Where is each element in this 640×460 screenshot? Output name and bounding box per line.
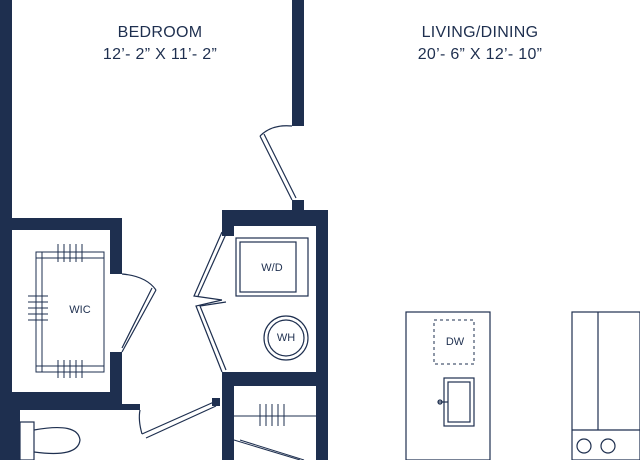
wall-linen-left — [222, 386, 234, 460]
dishwasher-label: DW — [445, 336, 465, 348]
wic-label: WIC — [69, 304, 91, 316]
linen-closet-shelf — [233, 404, 316, 460]
wall-bath-left — [12, 392, 20, 460]
wall-bath-top — [20, 404, 140, 410]
living-dining-dimensions: 20’- 6” X 12’- 10” — [417, 46, 543, 63]
bedroom-name: BEDROOM — [117, 24, 203, 41]
toilet — [19, 421, 81, 460]
kitchen-counter — [571, 311, 640, 460]
wall-divider-stub — [292, 200, 304, 212]
living-dining-name: LIVING/DINING — [421, 24, 539, 41]
wall-wic-right-upper — [110, 218, 122, 274]
bath-door — [138, 401, 217, 439]
kitchen-island — [405, 311, 491, 460]
kitchen-sink — [437, 377, 475, 427]
wic-door — [121, 273, 157, 353]
water-heater-unit — [263, 315, 309, 361]
laundry-bifold-doors — [193, 231, 227, 373]
washer-dryer-unit — [235, 237, 309, 297]
wic-shelving — [28, 244, 105, 378]
living-dining-label: LIVING/DINING 20’- 6” X 12’- 10” — [380, 22, 580, 66]
bedroom-label: BEDROOM 12’- 2” X 11’- 2” — [70, 22, 250, 66]
walls — [0, 0, 328, 460]
cooktop-burners — [576, 438, 616, 454]
washer-dryer-label: W/D — [261, 262, 283, 274]
dishwasher-outline — [433, 319, 475, 365]
wall-bedroom-living-divider — [292, 0, 304, 126]
wall-wic-bottom — [0, 392, 122, 404]
wall-laundry-right — [316, 210, 328, 460]
wall-laundry-bottom — [222, 372, 328, 386]
bedroom-door — [259, 125, 297, 201]
wall-wic-right-lower — [110, 352, 122, 404]
wall-wic-top — [0, 218, 122, 230]
wall-bath-door-stub — [212, 398, 220, 406]
wall-laundry-top — [222, 210, 328, 226]
bedroom-dimensions: 12’- 2” X 11’- 2” — [102, 46, 218, 63]
wall-laundry-left-upper — [222, 210, 234, 236]
water-heater-label: WH — [276, 332, 296, 344]
